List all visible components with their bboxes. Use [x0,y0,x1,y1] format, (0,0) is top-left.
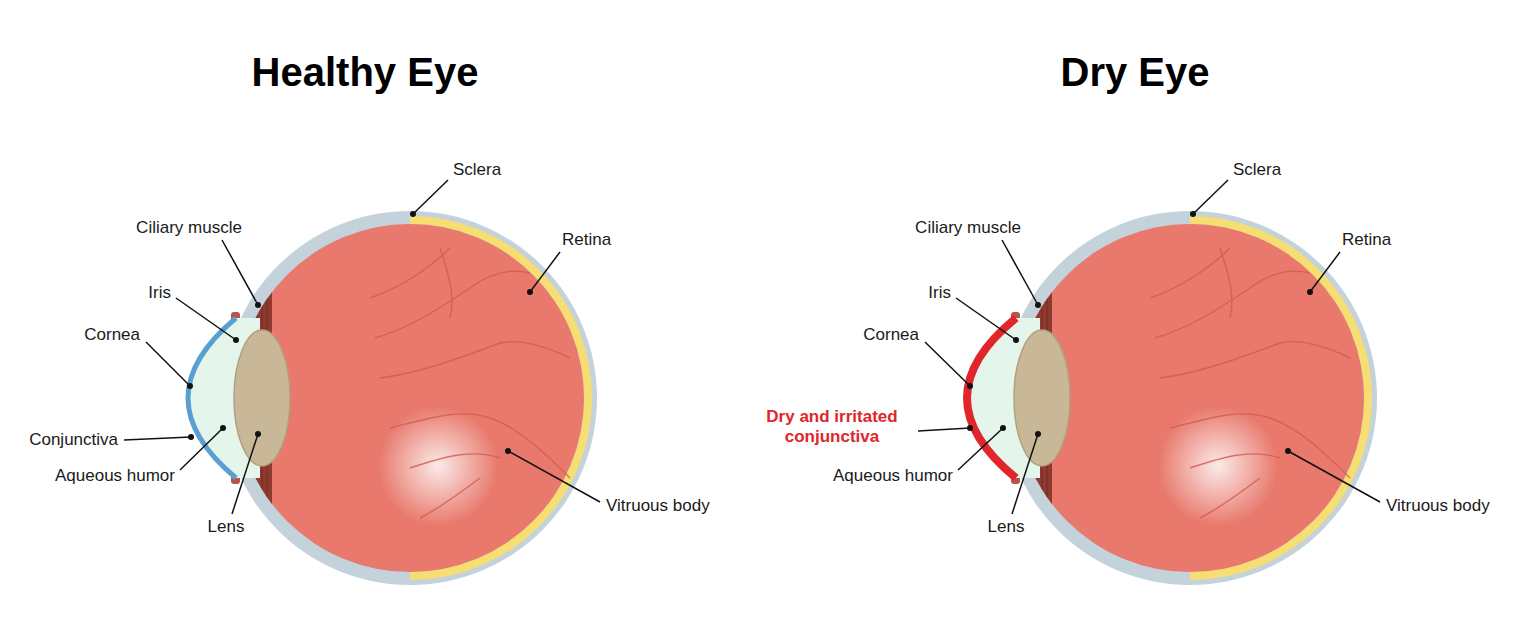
leader-line [1002,240,1038,305]
leader-dot [255,431,261,437]
leader-dot [1190,211,1196,217]
leader-dot [967,425,973,431]
leader-dot [1000,425,1006,431]
part-label: Vitruous body [606,496,710,516]
leader-line [180,428,223,470]
leader-line [1288,451,1380,502]
leader-line [232,434,258,514]
part-label: Lens [208,517,245,537]
leader-line [124,437,191,440]
dry-eye [967,198,1377,598]
leader-line [146,342,190,386]
leader-line [1193,180,1228,214]
panel-title: Dry Eye [1061,48,1210,96]
leader-dot [967,383,973,389]
part-label: Retina [1342,230,1391,250]
part-label: Vitruous body [1386,496,1490,516]
cornea-outline [188,318,236,478]
leader-dot [220,425,226,431]
leader-dot [1013,337,1019,343]
part-label: Cornea [84,325,140,345]
leader-line [176,298,236,340]
leader-line [958,428,1003,470]
leader-line [1310,252,1340,292]
leader-dot [410,211,416,217]
healthy-eye [188,198,597,598]
leader-dot [255,302,261,308]
leader-line [508,451,600,502]
leader-line [956,298,1016,340]
leader-dot [1307,289,1313,295]
leader-line [530,252,560,292]
part-label: Conjunctiva [29,430,118,450]
leader-dot [1285,448,1291,454]
leader-dot [1035,431,1041,437]
part-label: Sclera [1233,160,1281,180]
leader-line [1012,434,1038,514]
leader-dot [188,434,194,440]
part-label: Iris [148,283,171,303]
part-label: Ciliary muscle [915,218,1021,238]
leader-dot [1035,302,1041,308]
part-label: Cornea [863,325,919,345]
part-label: Iris [928,283,951,303]
leader-line [413,180,448,214]
leader-dot [527,289,533,295]
part-label: Lens [988,517,1025,537]
part-label: Ciliary muscle [136,218,242,238]
part-label: Aqueous humor [55,466,175,486]
leader-line [222,240,258,305]
leader-dot [187,383,193,389]
part-label: Sclera [453,160,501,180]
warning-label: Dry and irritated conjunctiva [750,407,915,448]
panel-title: Healthy Eye [252,48,479,96]
part-label: Aqueous humor [833,466,953,486]
leader-dot [505,448,511,454]
leader-line [925,342,970,386]
leader-dot [233,337,239,343]
part-label: Retina [562,230,611,250]
leader-line [918,428,970,431]
